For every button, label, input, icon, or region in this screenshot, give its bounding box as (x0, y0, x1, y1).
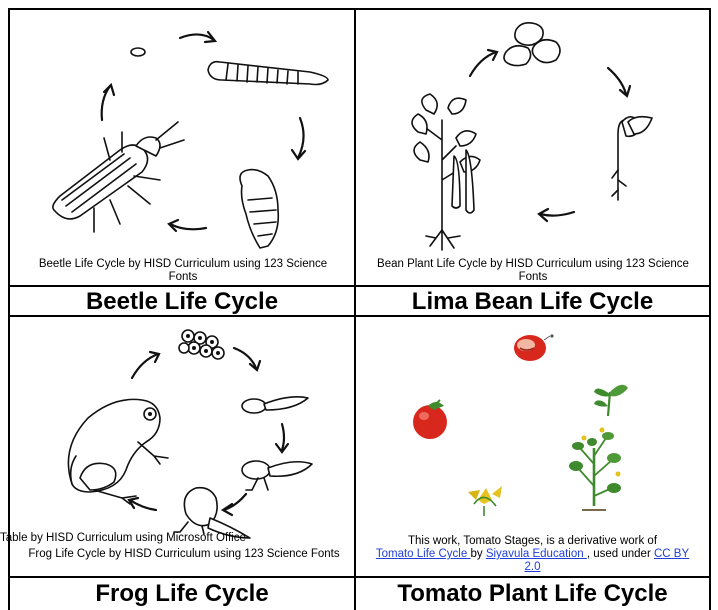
table-credit-note: Table by HISD Curriculum using Microsoft… (0, 532, 246, 545)
frog-caption: Frog Life Cycle by HISD Curriculum using… (16, 548, 352, 561)
tomato-caption-text-1: This work, Tomato Stages, is a derivativ… (408, 535, 657, 547)
froglet (174, 488, 250, 538)
adult-frog (68, 399, 168, 504)
frog-life-cycle-illustration (10, 318, 354, 540)
bean-sprout (612, 117, 652, 200)
frog-tadpole (242, 397, 308, 413)
ripe-tomato (413, 400, 447, 439)
tomato-caption: This work, Tomato Stages, is a derivativ… (370, 535, 695, 574)
beetle-title: Beetle Life Cycle (10, 288, 354, 316)
beetle-pupa (240, 170, 278, 248)
siyavula-education-link[interactable]: Siyavula Education (486, 548, 587, 560)
life-cycle-table: Beetle Life Cycle by HISD Curriculum usi… (8, 8, 711, 610)
tomato-title: Tomato Plant Life Cycle (356, 580, 709, 608)
tomato-flowering-plant (569, 428, 621, 511)
bean-life-cycle-illustration (356, 10, 709, 255)
frog-tadpole-with-legs (242, 461, 312, 490)
beetle-caption: Beetle Life Cycle by HISD Curriculum usi… (38, 258, 328, 284)
tomato-seedling (594, 385, 628, 416)
bean-plant (412, 94, 480, 250)
table-row-divider-1 (8, 285, 711, 287)
bean-caption: Bean Plant Life Cycle by HISD Curriculum… (373, 258, 693, 284)
table-border-right (709, 8, 711, 610)
tomato-seed-slice (514, 334, 554, 361)
beetle-life-cycle-illustration (10, 10, 354, 255)
frog-title: Frog Life Cycle (10, 580, 354, 608)
tomato-flowers (468, 486, 502, 516)
tomato-life-cycle-link[interactable]: Tomato Life Cycle (376, 548, 471, 560)
table-row-divider-3 (8, 576, 711, 578)
frog-eggs (179, 330, 224, 359)
lima-bean-seeds (504, 23, 560, 66)
tomato-caption-used-under: , used under (587, 548, 651, 560)
bean-title: Lima Bean Life Cycle (356, 288, 709, 316)
tomato-caption-by: by (470, 548, 482, 560)
beetle-larva (208, 62, 328, 85)
beetle-egg (131, 48, 145, 56)
adult-beetle (53, 122, 184, 232)
tomato-life-cycle-illustration (356, 318, 709, 530)
